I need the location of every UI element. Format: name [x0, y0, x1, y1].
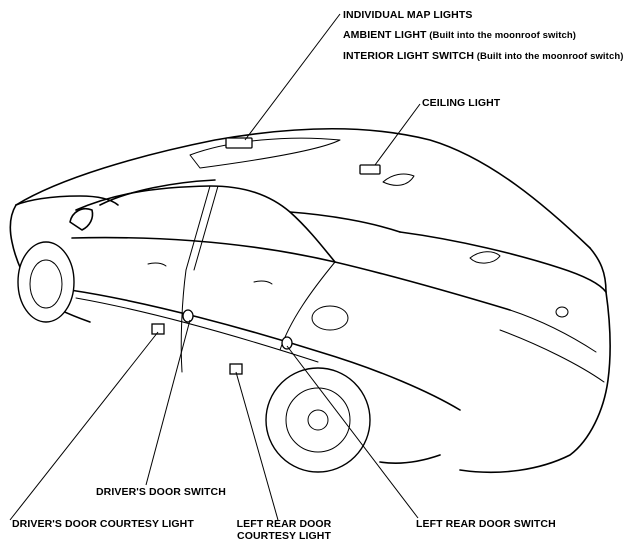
ambient-light-note: (Built into the moonroof switch): [426, 30, 577, 41]
drivers-door-switch-unit: [182, 309, 194, 323]
drivers-door-courtesy-light-unit: [151, 323, 165, 335]
ceiling-light-label: CEILING LIGHT: [422, 97, 501, 109]
left-rear-door-courtesy-light-unit: [229, 363, 243, 375]
interior-light-switch-label: INTERIOR LIGHT SWITCH (Built into the mo…: [343, 50, 624, 63]
interior-switch-note: (Built into the moonroof switch): [474, 51, 624, 62]
leader-lines: [9, 13, 421, 521]
left-rear-door-switch-unit: [281, 336, 293, 350]
ambient-light-main: AMBIENT LIGHT: [343, 29, 427, 41]
left-rear-door-courtesy-light-line1: LEFT REAR DOOR: [236, 518, 332, 530]
left-rear-door-courtesy-light-label: LEFT REAR DOOR COURTESY LIGHT: [232, 518, 336, 542]
ceiling-light-unit: [359, 164, 381, 175]
drivers-door-courtesy-light-label: DRIVER'S DOOR COURTESY LIGHT: [12, 518, 194, 530]
interior-switch-main: INTERIOR LIGHT SWITCH: [343, 50, 475, 62]
ambient-light-label: AMBIENT LIGHT (Built into the moonroof s…: [343, 29, 576, 42]
left-rear-door-courtesy-light-line2: COURTESY LIGHT: [237, 530, 331, 542]
map-lights-label: INDIVIDUAL MAP LIGHTS: [343, 9, 473, 21]
wheels: [17, 241, 371, 473]
drivers-door-switch-label: DRIVER'S DOOR SWITCH: [96, 486, 226, 498]
left-rear-door-switch-label: LEFT REAR DOOR SWITCH: [416, 518, 556, 530]
map-lights-unit: [225, 137, 253, 149]
light-components: [151, 137, 381, 375]
